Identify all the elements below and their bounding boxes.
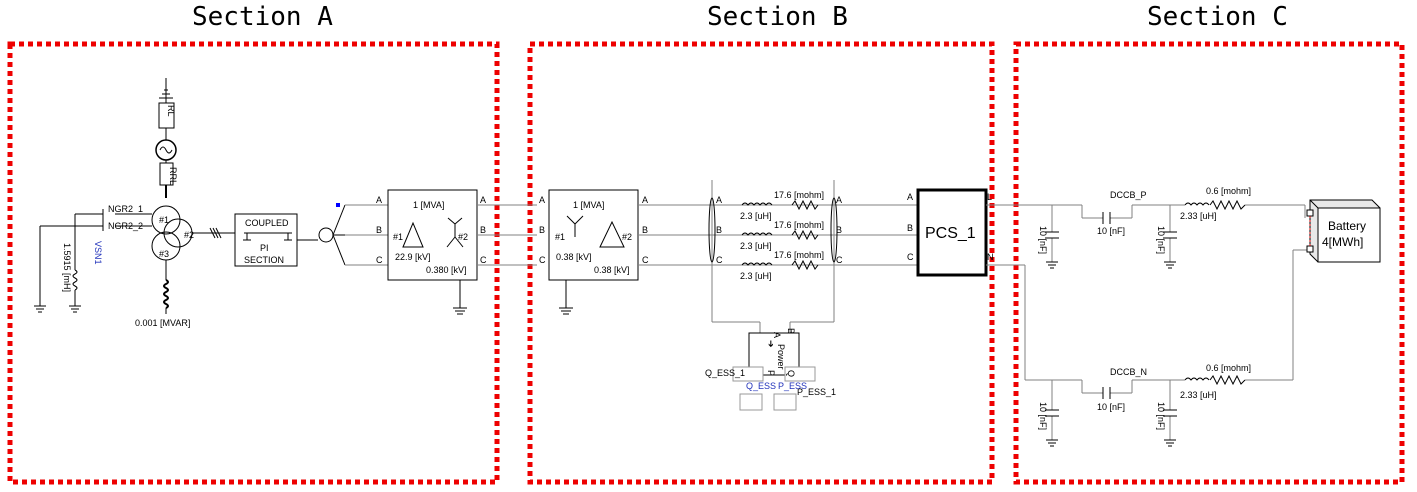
tx-b-out-phase-c: C [642, 255, 649, 265]
tx-a-out-phase-a: A [480, 195, 486, 205]
breaker-p-cap: 10 [nF] [1097, 226, 1125, 236]
filter-right-phase-a: A [836, 195, 842, 205]
filter-right-phase-c: C [836, 255, 843, 265]
tx-b-rating: 1 [MVA] [573, 200, 604, 210]
filter-branches[interactable] [708, 197, 838, 271]
q-ess-short: Q_ESS [746, 381, 776, 391]
tx-a-in-phase-c: C [376, 255, 383, 265]
filter-left-phase-c: C [716, 255, 723, 265]
tx-a-winding1: #1 [393, 232, 403, 242]
power-meter[interactable] [732, 332, 816, 411]
section-a-frame [7, 41, 500, 485]
dc-components[interactable] [1045, 199, 1246, 447]
r-p-label: 0.6 [mohm] [1206, 186, 1251, 196]
r-n-label: 0.6 [mohm] [1206, 363, 1251, 373]
battery-line2: 4[MWh] [1322, 235, 1363, 249]
tx-b-in-phase-c: C [539, 255, 546, 265]
p-ess-short: P_ESS [778, 381, 807, 391]
filter-r-c: 17.6 [mohm] [774, 250, 824, 260]
rl-label: RL [166, 105, 176, 117]
tx-b-v2: 0.38 [kV] [594, 265, 630, 275]
winding2-label: #2 [184, 230, 194, 240]
breaker-dccb-p-label: DCCB_P [1110, 190, 1147, 200]
pcs-out-l: L [987, 192, 992, 202]
section-c-title: Section C [1147, 2, 1288, 32]
tx-b-v1: 0.38 [kV] [556, 252, 592, 262]
l-n-label: 2.33 [uH] [1180, 390, 1217, 400]
tx-b-in-phase-b: B [539, 225, 545, 235]
breaker-n-cap: 10 [nF] [1097, 402, 1125, 412]
breaker-ngr2-1-label: NGR2_1 [108, 204, 143, 214]
meter-p-label: P [766, 370, 776, 376]
tx-a-out-phase-b: B [480, 225, 486, 235]
cap-4-label: 10 [nF] [1156, 402, 1166, 430]
battery-line1: Battery [1328, 219, 1366, 233]
tx-b-out-phase-a: A [642, 195, 648, 205]
cap-2-label: 10 [nF] [1156, 226, 1166, 254]
winding3-label: #3 [159, 249, 169, 259]
dc-circuit[interactable] [986, 204, 1310, 440]
bus-junction[interactable] [318, 227, 334, 243]
tx-a-in-phase-a: A [376, 195, 382, 205]
tx-a-v2: 0.380 [kV] [426, 265, 467, 275]
meter-power-label: Power [776, 344, 786, 370]
tx-b-in-phase-a: A [539, 195, 545, 205]
filter-l-b: 2.3 [uH] [740, 241, 772, 251]
breaker-dccb-n-label: DCCB_N [1110, 367, 1147, 377]
tx-a-out-phase-c: C [480, 255, 487, 265]
tx-a-rating: 1 [MVA] [413, 200, 444, 210]
pcs-out-n: N [987, 252, 994, 262]
meter-vsn1-label: VSN1 [93, 241, 103, 265]
l-p-label: 2.33 [uH] [1180, 211, 1217, 221]
pcs-block[interactable] [916, 188, 988, 277]
tx-b-out-phase-b: B [642, 225, 648, 235]
section-c-frame [1013, 41, 1405, 485]
meter-arrow: ➔ [766, 340, 776, 348]
tx-a-winding2: #2 [458, 232, 468, 242]
filter-right-phase-b: B [836, 225, 842, 235]
tx-b-winding2: #2 [622, 232, 632, 242]
pi-line2: PI [260, 243, 269, 253]
meter-q-label: Q [786, 370, 796, 377]
tx-b-winding1: #1 [555, 232, 565, 242]
filter-r-b: 17.6 [mohm] [774, 220, 824, 230]
cap-1-label: 10 [nF] [1038, 226, 1048, 254]
pcs-in-b: B [907, 223, 913, 233]
filter-r-a: 17.6 [mohm] [774, 190, 824, 200]
filter-left-phase-a: A [716, 195, 722, 205]
winding1-label: #1 [159, 215, 169, 225]
inductor-value-label: 1.5915 [mH] [62, 243, 72, 292]
pi-line3: SECTION [244, 255, 284, 265]
reactor-value-label: 0.001 [MVAR] [135, 318, 190, 328]
rrl-label: RRL [168, 167, 178, 185]
pcs-label: PCS_1 [925, 225, 976, 242]
section-a-title: Section A [192, 2, 333, 32]
battery-block[interactable] [1306, 199, 1381, 263]
p-ess-label: P_ESS_1 [797, 387, 836, 397]
breaker-ngr2-2-label: NGR2_2 [108, 221, 143, 231]
meter-a-label: A [772, 332, 782, 338]
section-a-circuit [34, 78, 346, 314]
q-ess-label: Q_ESS_1 [705, 368, 745, 378]
section-b-title: Section B [707, 2, 848, 32]
tx-a-in-phase-b: B [376, 225, 382, 235]
pi-line1: COUPLED [245, 218, 289, 228]
three-winding-transformer[interactable] [151, 205, 181, 235]
tx-a-v1: 22.9 [kV] [395, 252, 431, 262]
filter-left-phase-b: B [716, 225, 722, 235]
pcs-in-c: C [907, 252, 914, 262]
filter-l-c: 2.3 [uH] [740, 271, 772, 281]
pcs-in-a: A [907, 192, 913, 202]
cap-3-label: 10 [nF] [1038, 402, 1048, 430]
meter-b-label: B [786, 328, 796, 334]
filter-l-a: 2.3 [uH] [740, 211, 772, 221]
